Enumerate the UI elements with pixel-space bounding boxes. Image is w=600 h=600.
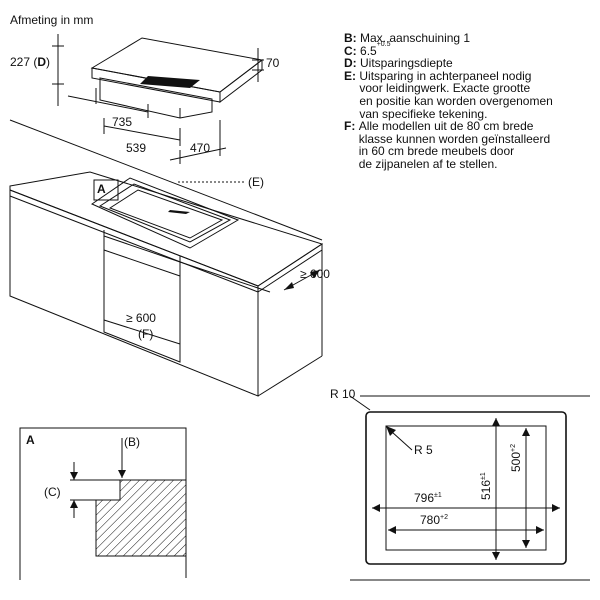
w-outer-label: 796±1 [414,491,442,505]
depth-dimension: 470 [190,141,210,155]
note-c-sup: +0.5 [376,40,391,48]
a-marker [93,179,119,201]
countertop-front [9,189,259,293]
r-inner-label: R 5 [414,443,433,457]
hob-side-edge [219,58,263,104]
cutout-plan: R 10 R 5 796±1 780+2 516±1 500+2 [330,387,590,581]
e-label: (E) [248,175,264,189]
f-label: (F) [138,327,153,341]
note-f: F: Alle modellen uit de 80 cm brede klas… [344,119,551,171]
note-c: C: 6.5+0.5 [344,40,391,58]
width-dimension: 735 [112,115,132,129]
note-b: B: Max. aanschuining 1 [344,31,471,45]
h-inner-label: 500+2 [509,444,523,472]
h-outer-label: 516±1 [479,472,493,500]
f-width-label: ≥ 600 [126,311,156,325]
r-outer-label: R 10 [330,387,356,401]
counter-drawing: (E) A ≥ 600 ≥ 600 (F) [9,119,330,397]
w-inner-label: 780+2 [420,513,448,527]
note-d: D: Uitsparingsdiepte [344,56,453,71]
detail-a-label: A [26,433,35,447]
note-e: E: Uitsparing in achterpaneel nodig voor… [344,68,553,121]
hob-vent [140,76,200,88]
notes-list: B: Max. aanschuining 1 C: 6.5+0.5 D: Uit… [344,32,594,171]
depth-min-label: ≥ 600 [300,267,330,281]
d-dimension: 227 (D) [10,55,50,69]
cutout-outer [365,411,567,565]
cut-width-dimension: 539 [126,141,146,155]
c-label: (C) [44,485,61,499]
counter-cutout [90,177,240,249]
detail-a: A (B) (C) [19,427,187,580]
a-marker-label: A [97,182,106,196]
hob-dimensions: 227 (D) 70 735 539 470 [10,34,280,164]
height-dimension: 70 [266,56,280,70]
cutout-inner [385,425,547,551]
title: Afmeting in mm [10,13,93,27]
b-label: (B) [124,435,140,449]
hob-body [99,77,213,119]
